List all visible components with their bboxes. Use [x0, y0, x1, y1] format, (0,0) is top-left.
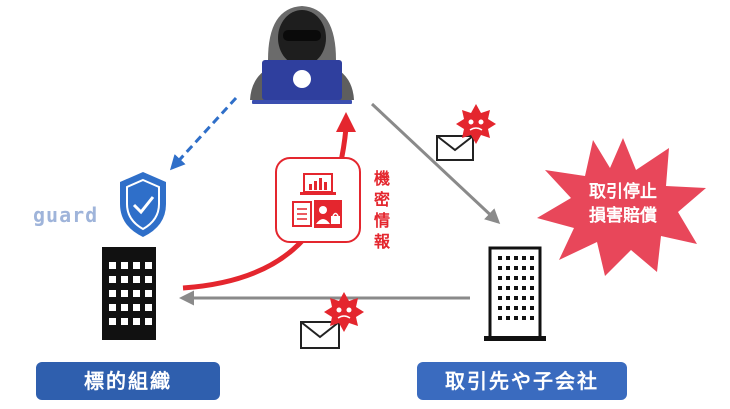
laptop-icon [252, 60, 352, 104]
impact-label: 取引停止 損害賠償 [574, 180, 672, 228]
hacker-to-partner-arrow [370, 102, 501, 225]
secret-char: 機 [373, 169, 390, 188]
virus-icon [324, 292, 364, 332]
building-icon [102, 247, 156, 340]
hacker-to-shield-arrow [169, 96, 238, 171]
impact-burst [537, 138, 706, 276]
secret-char: 報 [373, 232, 390, 251]
impact-line: 取引停止 [589, 182, 657, 202]
secret-info-label: 機 密 情 報 [371, 168, 393, 252]
target-org-label: 標的組織 [36, 362, 220, 400]
shield-check-icon [120, 172, 166, 237]
building-icon [484, 246, 546, 341]
document-icon [292, 200, 342, 228]
virus-icon [456, 104, 496, 144]
mail-icon [436, 135, 474, 161]
secret-info-card [275, 157, 361, 243]
exfiltration-arrowhead [336, 112, 356, 132]
guard-label: guard [33, 203, 99, 227]
secret-char: 情 [373, 211, 390, 230]
secret-char: 密 [373, 190, 390, 209]
impact-line: 損害賠償 [589, 206, 657, 226]
mail-icon [300, 321, 340, 349]
chart-icon [300, 173, 336, 195]
partner-org-label: 取引先や子会社 [417, 362, 627, 400]
